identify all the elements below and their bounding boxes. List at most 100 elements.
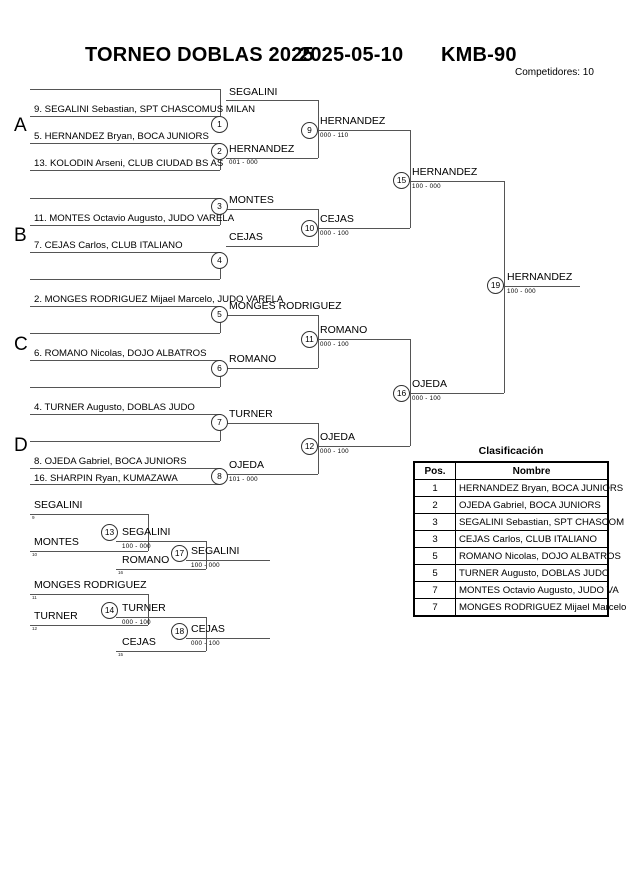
match-node-15[interactable]: 15 <box>393 172 410 189</box>
slot-line <box>30 143 220 144</box>
match-winner-13: SEGALINI <box>122 526 171 538</box>
match-node-4[interactable]: 4 <box>211 252 228 269</box>
match-winner-8: OJEDA <box>229 459 265 471</box>
repechage-name: MONTES <box>34 536 79 548</box>
winner-line <box>116 541 206 542</box>
match-node-8[interactable]: 8 <box>211 468 228 485</box>
match-node-14[interactable]: 14 <box>101 602 118 619</box>
match-score-15: 100 - 000 <box>412 183 441 190</box>
match-score-11: 000 - 100 <box>320 341 349 348</box>
entry-label: 2. MONGES RODRIGUEZ Mijael Marcelo, JUDO… <box>34 294 284 305</box>
repechage-index: 12 <box>32 626 38 631</box>
bracket-connector <box>318 209 319 246</box>
page-title: TORNEO DOBLAS 2025 <box>85 44 314 66</box>
match-winner-19: HERNANDEZ <box>507 271 573 283</box>
match-node-19[interactable]: 19 <box>487 277 504 294</box>
bracket-connector <box>410 130 411 228</box>
winner-line <box>226 423 318 424</box>
slot-line <box>30 252 220 253</box>
repechage-name: CEJAS <box>122 636 156 648</box>
winner-line <box>226 315 318 316</box>
match-node-1[interactable]: 1 <box>211 116 228 133</box>
column-header-pos: Pos. <box>413 461 456 480</box>
match-node-5[interactable]: 5 <box>211 306 228 323</box>
cell-nombre: SEGALINI Sebastian, SPT CHASCOM <box>455 513 624 531</box>
cell-pos: 7 <box>413 581 456 599</box>
match-winner-16: OJEDA <box>412 378 448 390</box>
match-winner-14: TURNER <box>122 602 166 614</box>
match-node-6[interactable]: 6 <box>211 360 228 377</box>
cell-pos: 1 <box>413 479 456 497</box>
match-node-10[interactable]: 10 <box>301 220 318 237</box>
cell-nombre: ROMANO Nicolas, DOJO ALBATROS <box>455 547 621 565</box>
match-node-17[interactable]: 17 <box>171 545 188 562</box>
match-node-18[interactable]: 18 <box>171 623 188 640</box>
section-label-b: B <box>14 225 27 246</box>
match-node-2[interactable]: 2 <box>211 143 228 160</box>
cell-pos: 7 <box>413 598 456 617</box>
bracket-connector <box>504 181 505 393</box>
bracket-connector <box>318 315 319 368</box>
repechage-name: SEGALINI <box>34 499 83 511</box>
slot-line <box>30 468 220 469</box>
repechage-index: 15 <box>118 652 124 657</box>
match-winner-2: HERNANDEZ <box>229 143 295 155</box>
match-winner-5: MONGES RODRIGUEZ <box>229 300 342 312</box>
match-score-18: 000 - 100 <box>191 640 220 647</box>
bracket-connector <box>206 541 207 569</box>
slot-line <box>30 198 220 199</box>
match-node-16[interactable]: 16 <box>393 385 410 402</box>
cell-nombre: CEJAS Carlos, CLUB ITALIANO <box>455 530 609 548</box>
winner-line <box>226 474 318 475</box>
slot-line <box>30 89 220 90</box>
match-winner-12: OJEDA <box>320 431 356 443</box>
bracket-connector <box>148 594 149 625</box>
cell-nombre: HERNANDEZ Bryan, BOCA JUNIORS <box>455 479 623 497</box>
entry-label: 4. TURNER Augusto, DOBLAS JUDO <box>34 402 195 413</box>
slot-line <box>30 441 220 442</box>
match-node-13[interactable]: 13 <box>101 524 118 541</box>
section-label-a: A <box>14 115 27 136</box>
entry-label: 8. OJEDA Gabriel, BOCA JUNIORS <box>34 456 187 467</box>
section-label-c: C <box>14 334 28 355</box>
match-score-10: 000 - 100 <box>320 230 349 237</box>
cell-pos: 5 <box>413 564 456 582</box>
entry-label: 6. ROMANO Nicolas, DOJO ALBATROS <box>34 348 207 359</box>
match-node-12[interactable]: 12 <box>301 438 318 455</box>
cell-pos: 2 <box>413 496 456 514</box>
winner-line <box>226 246 318 247</box>
match-node-3[interactable]: 3 <box>211 198 228 215</box>
match-score-8: 101 - 000 <box>229 476 258 483</box>
slot-line <box>30 360 220 361</box>
repechage-slot-line <box>30 625 148 626</box>
winner-line <box>316 446 410 447</box>
match-node-7[interactable]: 7 <box>211 414 228 431</box>
winner-line <box>226 100 318 101</box>
repechage-index: 11 <box>32 595 37 600</box>
match-node-9[interactable]: 9 <box>301 122 318 139</box>
slot-line <box>30 279 220 280</box>
entry-label: 9. SEGALINI Sebastian, SPT CHASCOMUS MIL… <box>34 104 256 115</box>
table-header-row: Pos. Nombre <box>413 461 609 480</box>
entry-label: 11. MONTES Octavio Augusto, JUDO VARELA <box>34 213 235 224</box>
entry-label: 13. KOLODIN Arseni, CLUB CIUDAD BS AS <box>34 158 224 169</box>
repechage-slot-line <box>116 651 206 652</box>
cell-nombre: OJEDA Gabriel, BOCA JUNIORS <box>455 496 609 514</box>
winner-line <box>316 228 410 229</box>
cell-nombre: TURNER Augusto, DOBLAS JUDO <box>455 564 609 582</box>
winner-line <box>186 638 270 639</box>
clasificacion-title: Clasificación <box>478 445 544 457</box>
slot-line <box>30 484 220 485</box>
match-node-11[interactable]: 11 <box>301 331 318 348</box>
entry-label: 5. HERNANDEZ Bryan, BOCA JUNIORS <box>34 131 209 142</box>
winner-line <box>186 560 270 561</box>
cell-pos: 5 <box>413 547 456 565</box>
match-winner-15: HERNANDEZ <box>412 166 478 178</box>
